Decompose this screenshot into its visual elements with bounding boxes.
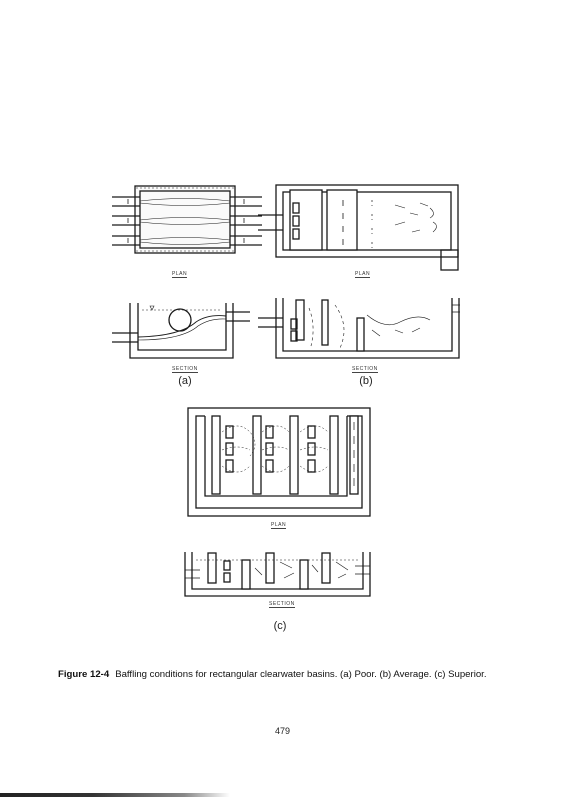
panel-a-section-label: SECTION: [172, 366, 198, 373]
baffling-figure: [112, 184, 460, 597]
panel-b-section-label: SECTION: [352, 366, 378, 373]
panel-a-section-drawing: [112, 303, 250, 359]
panel-a-plan-drawing: [112, 185, 262, 254]
panel-c-plan-drawing: [187, 407, 371, 517]
panel-c-sublabel: (c): [273, 620, 287, 632]
scan-edge-mark: [0, 793, 230, 797]
page-number: 479: [274, 726, 291, 736]
panel-b-plan-drawing: [258, 184, 459, 271]
panel-a-plan-label: PLAN: [172, 271, 188, 278]
panel-b-sublabel: (b): [359, 375, 373, 387]
caption-text: Baffling conditions for rectangular clea…: [115, 669, 487, 680]
panel-c-section-label: SECTION: [269, 601, 295, 608]
figure-caption: Figure 12-4 Baffling conditions for recta…: [58, 668, 518, 681]
panel-b-plan-label: PLAN: [355, 271, 371, 278]
panel-c-section-drawing: [184, 552, 371, 597]
figure-number: Figure 12-4: [58, 669, 110, 680]
panel-b-section-drawing: [258, 298, 460, 359]
panel-c-plan-label: PLAN: [271, 522, 287, 529]
panel-a-sublabel: (a): [178, 375, 192, 387]
